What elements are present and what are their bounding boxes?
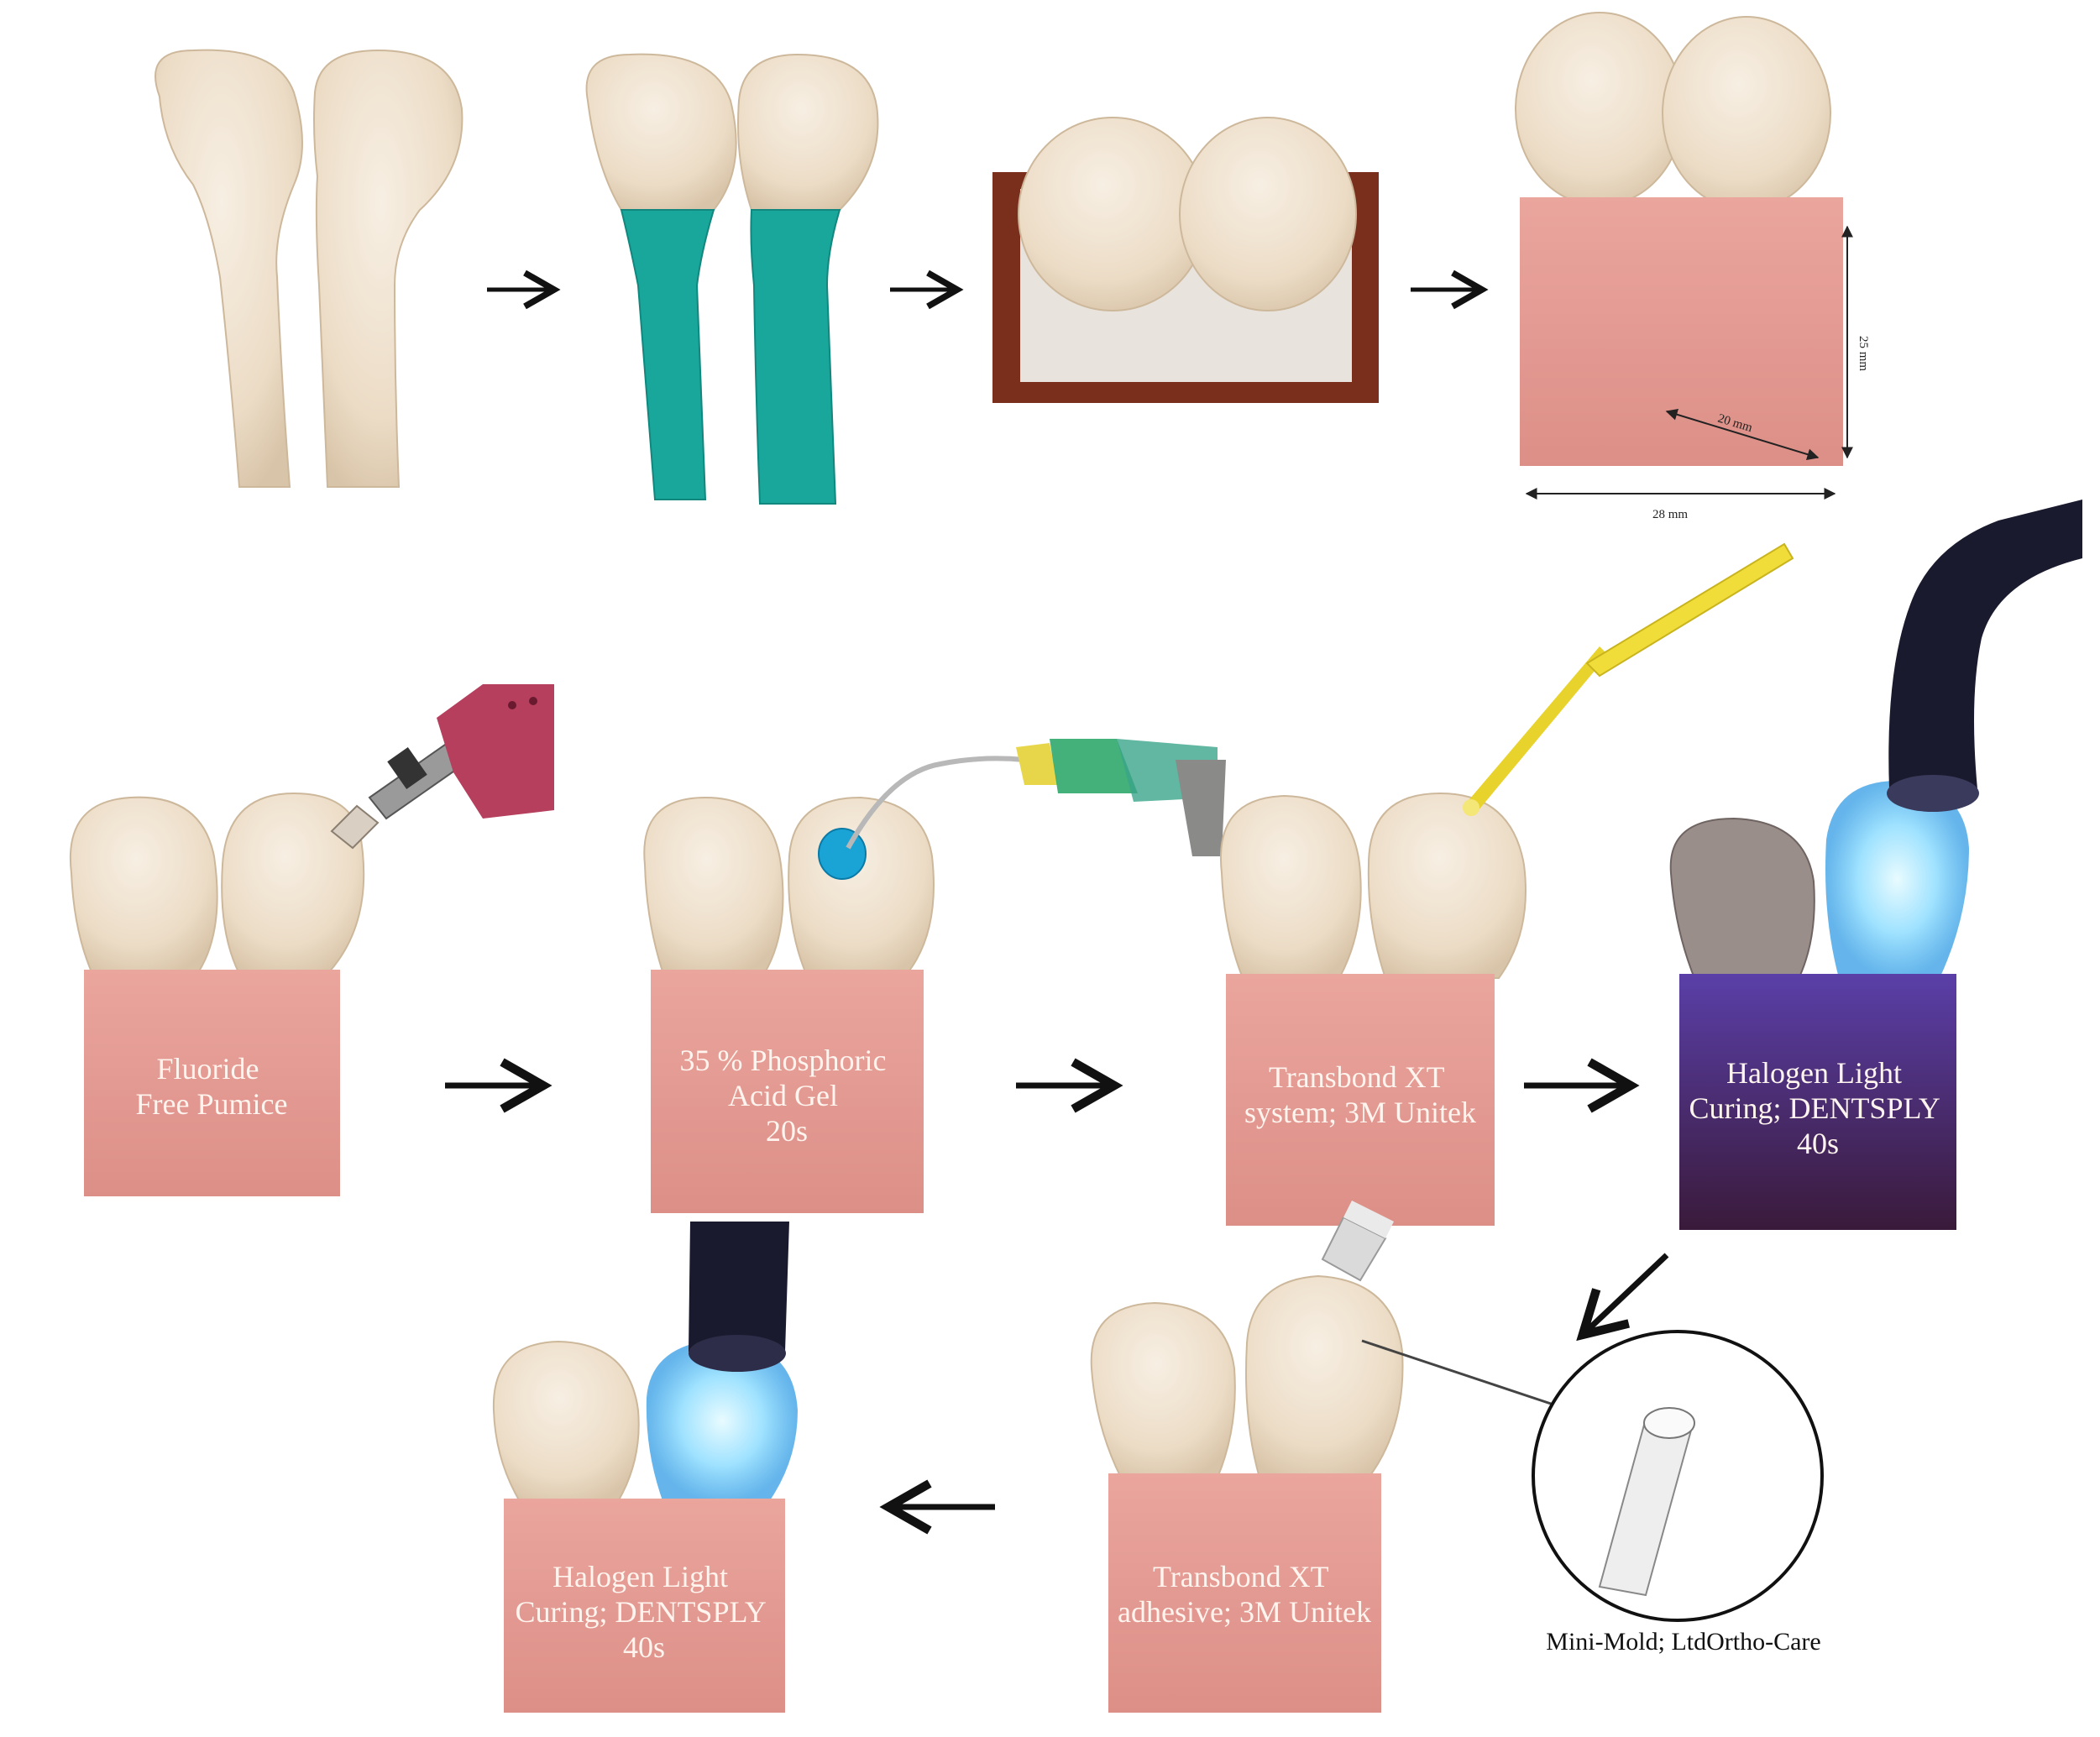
- inset-tube-end: [1643, 1407, 1695, 1439]
- mold-tooth-right: [1179, 117, 1357, 311]
- step-cure-2: Halogen Light Curing; DENTSPLY 40s: [492, 1222, 798, 1713]
- etch-tooth-left: [643, 796, 784, 975]
- adhesive-label: Transbond XT adhesive; 3M Unitek: [1118, 1560, 1371, 1629]
- prophy-handpiece: [330, 684, 554, 850]
- curing-light-2: [689, 1222, 789, 1372]
- etch-syringe: [846, 739, 1226, 856]
- primer-label: Transbond XT system; 3M Unitek: [1244, 1060, 1476, 1129]
- arrow-7: [1576, 1253, 1669, 1342]
- pumice-tooth-left: [69, 796, 218, 975]
- primer-block: [1226, 974, 1495, 1226]
- step-cure-1: Halogen Light Curing; DENTSPLY 40s: [1669, 500, 2082, 1230]
- etch-block: [651, 970, 924, 1213]
- inset-caption: Mini-Mold; LtdOrtho-Care: [1546, 1628, 1820, 1656]
- stage-extracted-teeth: [154, 49, 463, 488]
- cure1-block: [1679, 974, 1956, 1230]
- pumice-tooth-right: [221, 792, 365, 975]
- dim-depth-line: [1665, 408, 1820, 461]
- cure2-label: Halogen Light Curing; DENTSPLY 40s: [515, 1560, 772, 1664]
- specimen-tooth-right: [1662, 16, 1831, 211]
- step-adhesive: Transbond XT adhesive; 3M Unitek: [1090, 1201, 1404, 1713]
- cure1-glow-tooth: [1825, 781, 1969, 978]
- wax-left-root: [620, 209, 715, 500]
- adhesive-tooth-left: [1090, 1301, 1236, 1478]
- specimen-block: [1520, 197, 1843, 466]
- pumice-block: [84, 970, 340, 1196]
- stage-mold-embedding: [992, 117, 1379, 403]
- mini-mold-inset: Mini-Mold; LtdOrtho-Care: [1361, 1330, 1824, 1656]
- stage-specimen-block: 25 mm 20 mm 28 mm: [1515, 12, 1870, 521]
- cure2-block: [504, 1499, 785, 1713]
- inset-leader-line: [1361, 1339, 1579, 1415]
- stage-wax-coated-roots: [585, 53, 879, 505]
- mold-tooth-left: [1018, 117, 1207, 311]
- dim-height-label: 25 mm: [1856, 336, 1870, 371]
- primer-tooth-right: [1367, 792, 1527, 979]
- tooth-right-crown: [737, 53, 879, 211]
- step-primer: Transbond XT system; 3M Unitek: [1220, 542, 1794, 1226]
- microbrush-applicator: [1463, 542, 1794, 816]
- curing-light-1: [1887, 500, 2082, 812]
- tooth-right-root: [313, 49, 463, 488]
- etch-label: 35 % Phosphoric Acid Gel 20s: [680, 1044, 894, 1148]
- step-etching: 35 % Phosphoric Acid Gel 20s: [643, 739, 1226, 1213]
- dim-width-label: 28 mm: [1652, 508, 1688, 521]
- primer-tooth-left: [1220, 794, 1362, 979]
- adhesive-block: [1108, 1473, 1381, 1713]
- wax-right-root: [750, 209, 841, 505]
- cure2-glow-tooth: [646, 1339, 798, 1503]
- mini-mold-tube: [1321, 1201, 1394, 1282]
- step-pumice: Fluoride Free Pumice: [69, 684, 554, 1196]
- cure1-label: Halogen Light Curing; DENTSPLY 40s: [1689, 1056, 1946, 1160]
- cure1-tooth-left: [1669, 817, 1815, 983]
- pumice-label: Fluoride Free Pumice: [136, 1052, 288, 1121]
- cure2-tooth-left: [492, 1340, 640, 1504]
- tooth-left-root: [154, 49, 303, 488]
- tooth-left-crown: [585, 53, 737, 211]
- adhesive-tooth-right: [1245, 1274, 1404, 1478]
- etch-gel-spot: [818, 828, 867, 880]
- specimen-tooth-left: [1515, 12, 1684, 207]
